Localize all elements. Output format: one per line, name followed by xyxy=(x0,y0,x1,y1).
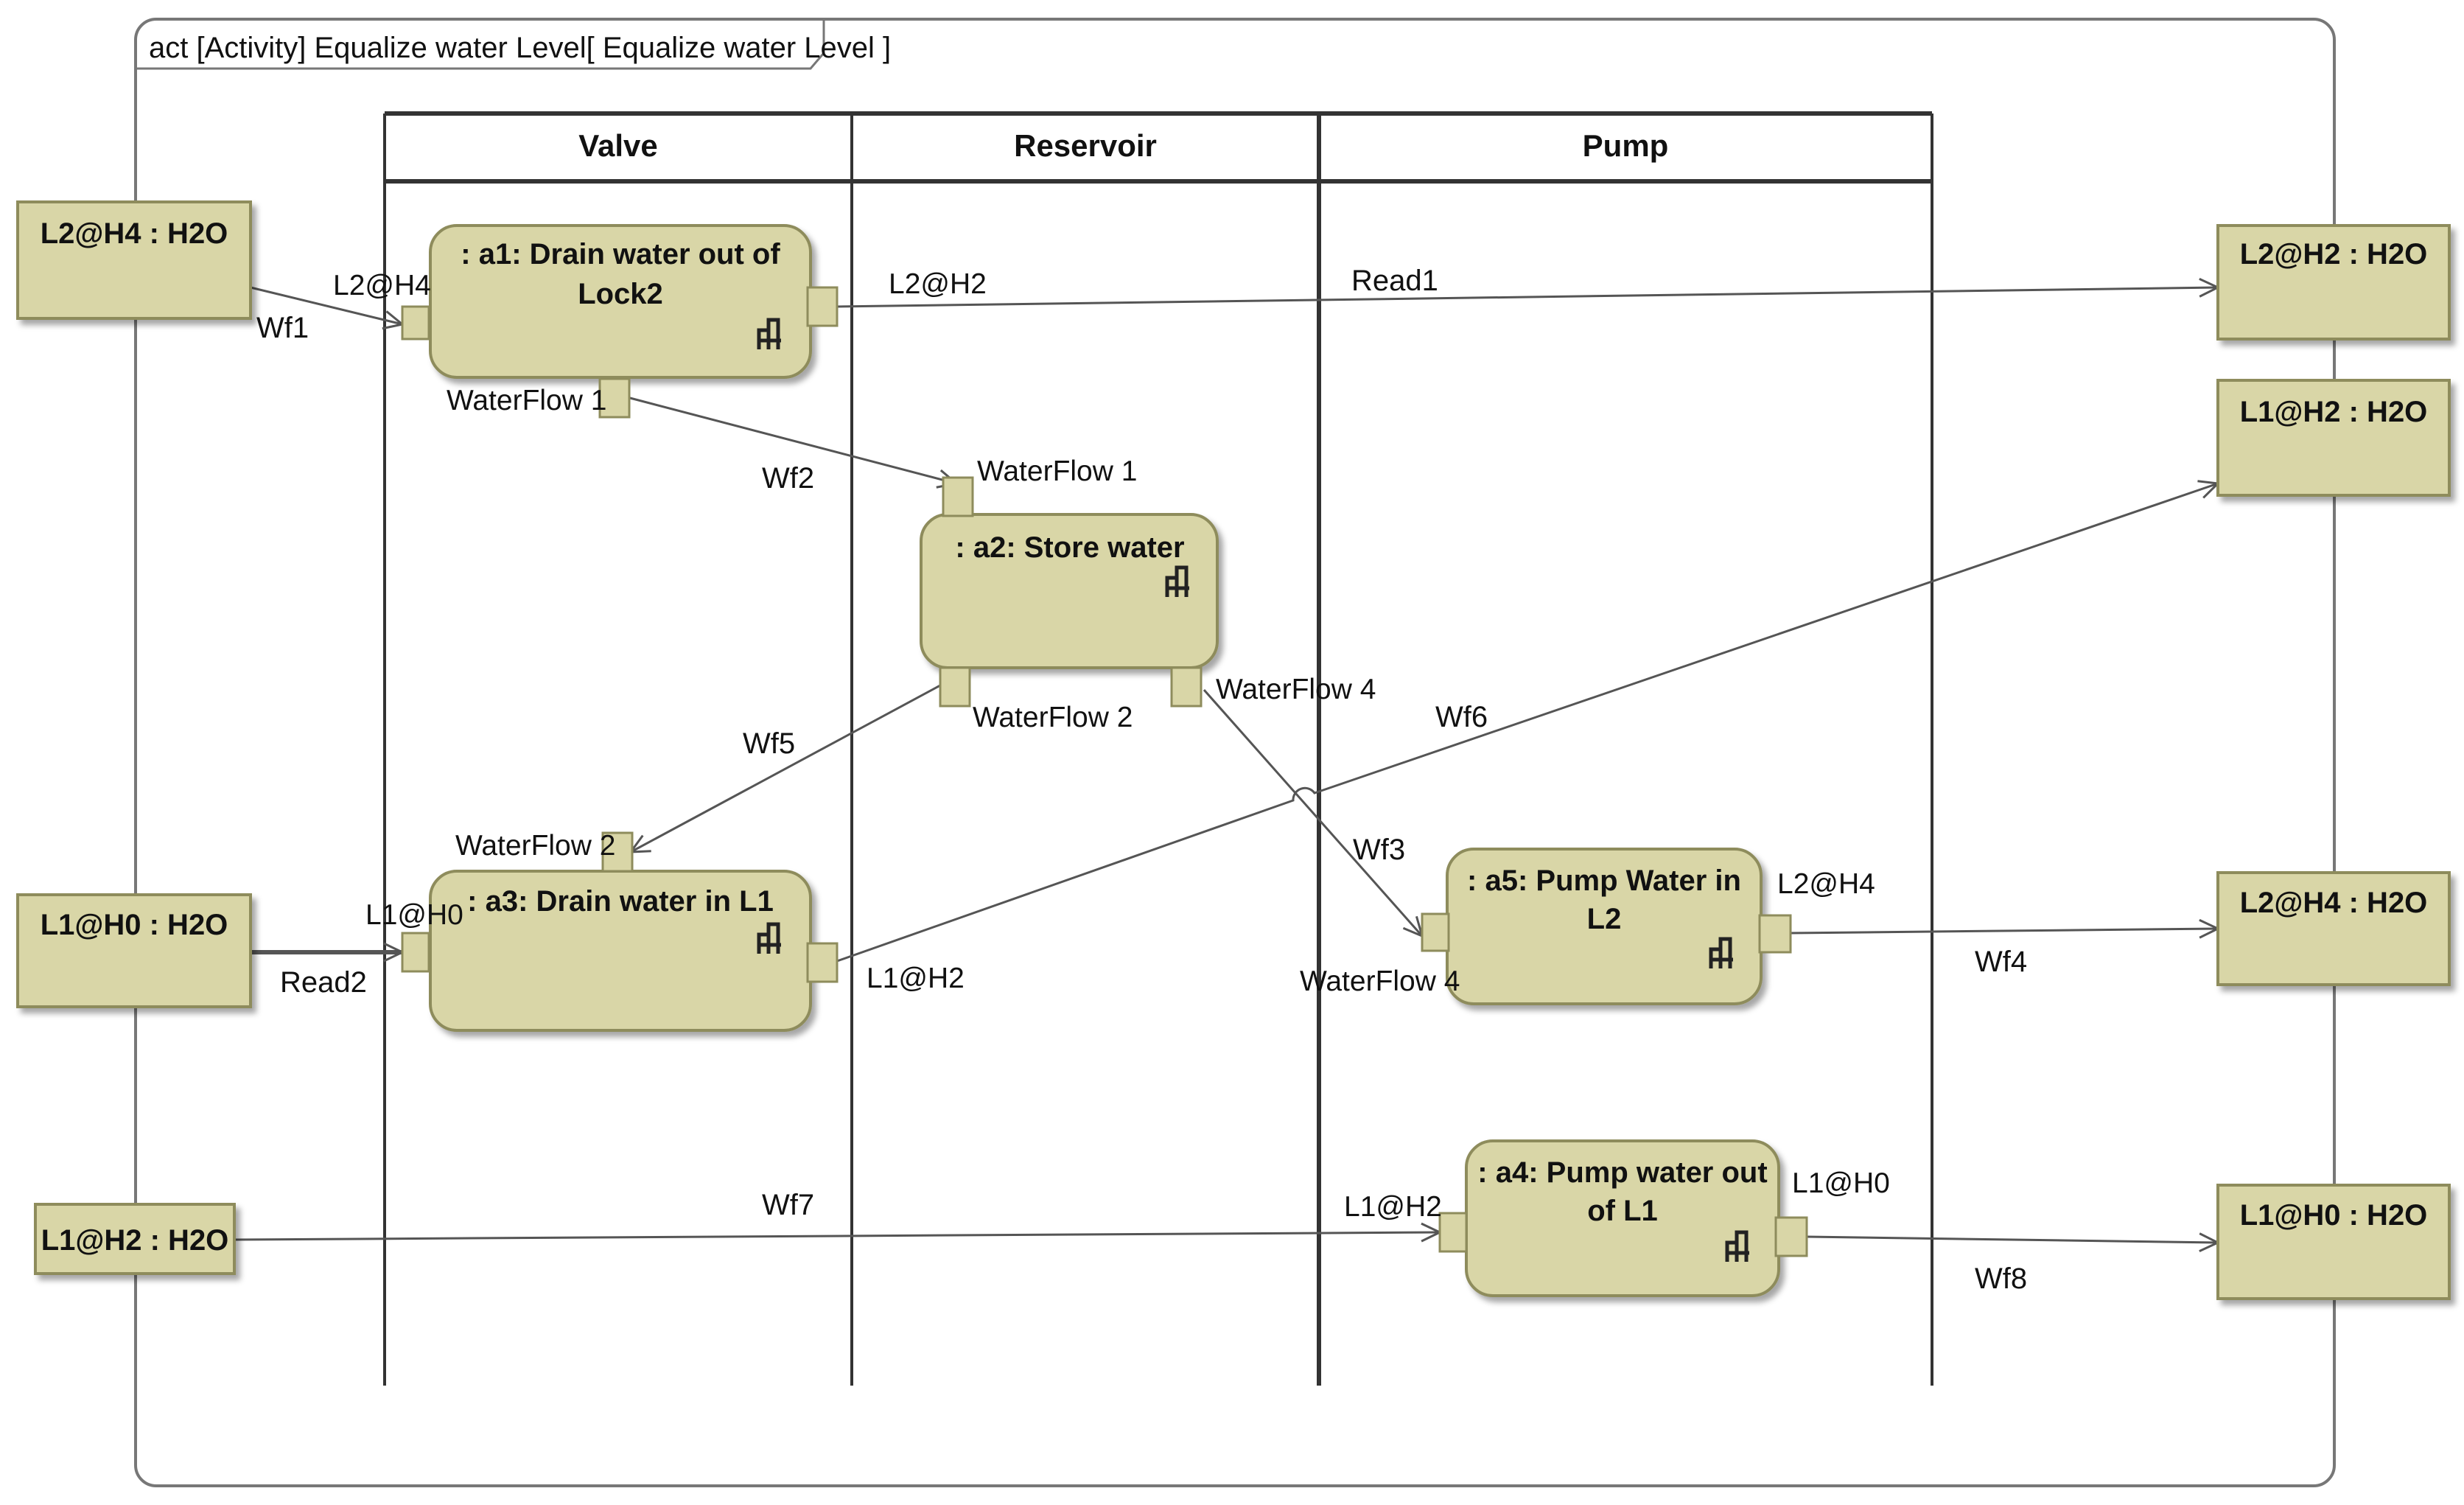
object-label: L1@H0 : H2O xyxy=(2240,1199,2428,1232)
pin-a1-wf[interactable] xyxy=(598,377,631,419)
lane-title-valve: Valve xyxy=(578,128,657,163)
edge-label-wf5: Wf5 xyxy=(743,727,795,760)
object-label: L2@H4 : H2O xyxy=(2240,887,2428,919)
edge-wf3 xyxy=(1203,689,1422,936)
edge-label-wf8: Wf8 xyxy=(1975,1263,2027,1295)
pin-a3-in[interactable] xyxy=(401,932,430,973)
object-out-l2h4[interactable]: L2@H4 : H2O xyxy=(2216,871,2451,986)
edge-labels: Wf1 Read1 Wf2 Wf5 Wf6 Wf3 Read2 Wf4 Wf7 … xyxy=(256,265,2027,1295)
edge-read1 xyxy=(836,287,2218,308)
pin-a3-wf[interactable] xyxy=(601,831,634,873)
action-a4[interactable]: : a4: Pump water out of L1 xyxy=(1465,1139,1780,1297)
edge-label-wf3: Wf3 xyxy=(1353,834,1405,866)
edge-label-wf1: Wf1 xyxy=(256,312,309,344)
pin-label-a4-in: L1@H2 xyxy=(1344,1191,1442,1223)
action-label-line1: : a1: Drain water out of xyxy=(461,238,780,270)
pin-label-a5-in: WaterFlow 4 xyxy=(1300,965,1460,997)
frame-title: act [Activity] Equalize water Level[ Equ… xyxy=(149,32,891,64)
pin-label-a3-in: L1@H0 xyxy=(365,899,463,931)
action-label-line1: : a4: Pump water out xyxy=(1477,1156,1767,1189)
object-in-l1h0[interactable]: L1@H0 : H2O xyxy=(16,893,252,1008)
action-label-line2: of L1 xyxy=(1587,1195,1658,1227)
pin-a1-out[interactable] xyxy=(806,286,839,327)
action-a2[interactable]: : a2: Store water xyxy=(920,513,1219,669)
edge-wf8 xyxy=(1806,1237,2218,1243)
object-out-l2h2[interactable]: L2@H2 : H2O xyxy=(2216,224,2451,341)
action-label-line1: : a2: Store water xyxy=(955,531,1184,564)
edge-wf2 xyxy=(629,397,956,483)
pin-labels: L2@H4 L2@H2 WaterFlow 1 WaterFlow 1 Wate… xyxy=(333,268,1890,1223)
pin-label-a2-out2: WaterFlow 2 xyxy=(973,702,1133,733)
call-behavior-icon xyxy=(757,318,781,349)
edge-wf5 xyxy=(631,684,941,852)
lane-title-pump: Pump xyxy=(1583,128,1669,163)
edge-label-read1: Read1 xyxy=(1351,265,1438,297)
edge-wf4 xyxy=(1790,929,2218,933)
object-label: L1@H2 : H2O xyxy=(2240,396,2428,428)
pin-label-a2-out4: WaterFlow 4 xyxy=(1216,674,1376,705)
object-out-l1h2[interactable]: L1@H2 : H2O xyxy=(2216,379,2451,497)
call-behavior-icon xyxy=(1165,565,1189,597)
pin-a5-in[interactable] xyxy=(1421,912,1450,952)
call-behavior-icon xyxy=(757,922,781,954)
action-a3[interactable]: : a3: Drain water in L1 xyxy=(429,870,812,1032)
action-label-line2: L2 xyxy=(1587,903,1622,935)
pin-label-a2-in: WaterFlow 1 xyxy=(977,455,1137,487)
pin-a4-out[interactable] xyxy=(1774,1216,1808,1257)
pin-a4-in[interactable] xyxy=(1438,1212,1468,1253)
object-label: L1@H2 : H2O xyxy=(41,1224,229,1257)
pin-label-a1-out: L2@H2 xyxy=(889,268,987,300)
edge-label-wf6: Wf6 xyxy=(1435,701,1488,733)
action-label-line1: : a5: Pump Water in xyxy=(1467,865,1741,897)
edge-wf6 xyxy=(836,483,2218,963)
pin-label-a3-wf: WaterFlow 2 xyxy=(455,830,615,862)
object-label: L1@H0 : H2O xyxy=(41,909,228,941)
call-behavior-icon xyxy=(1725,1230,1749,1262)
edge-label-wf7: Wf7 xyxy=(762,1189,814,1221)
swimlanes xyxy=(383,111,1933,1386)
edges xyxy=(234,287,2218,1243)
activity-frame: act [Activity] Equalize water Level[ Equ… xyxy=(134,18,2336,1487)
pin-label-a5-out: L2@H4 xyxy=(1777,868,1875,900)
pin-label-a3-out: L1@H2 xyxy=(867,963,965,994)
action-a5[interactable]: : a5: Pump Water in L2 xyxy=(1446,848,1763,1005)
object-in-l2h4[interactable]: L2@H4 : H2O xyxy=(16,200,252,320)
edge-label-wf2: Wf2 xyxy=(762,462,814,495)
action-label-line2: Lock2 xyxy=(578,278,663,310)
object-label: L2@H2 : H2O xyxy=(2240,238,2428,270)
action-label-line1: : a3: Drain water in L1 xyxy=(467,885,774,918)
edge-label-read2: Read2 xyxy=(280,966,367,999)
action-a1[interactable]: : a1: Drain water out of Lock2 xyxy=(429,224,812,379)
object-out-l1h0[interactable]: L1@H0 : H2O xyxy=(2216,1184,2451,1300)
object-label: L2@H4 : H2O xyxy=(41,217,228,250)
pin-a1-in[interactable] xyxy=(401,305,430,341)
object-in-l1h2[interactable]: L1@H2 : H2O xyxy=(34,1203,236,1275)
pin-a5-out[interactable] xyxy=(1758,914,1792,954)
pin-a2-out2[interactable] xyxy=(939,666,971,708)
lane-title-reservoir: Reservoir xyxy=(1014,128,1157,163)
pin-label-a4-out: L1@H0 xyxy=(1792,1167,1890,1199)
edge-wf1 xyxy=(250,286,402,324)
edge-wf7 xyxy=(234,1232,1440,1240)
edge-label-wf4: Wf4 xyxy=(1975,946,2027,978)
pin-a3-out[interactable] xyxy=(806,942,839,983)
pin-a2-in[interactable] xyxy=(942,476,974,517)
call-behavior-icon xyxy=(1709,937,1733,968)
pin-label-a1-in: L2@H4 xyxy=(333,270,431,301)
pin-a2-out4[interactable] xyxy=(1170,666,1203,708)
pin-label-a1-wf: WaterFlow 1 xyxy=(447,385,606,416)
